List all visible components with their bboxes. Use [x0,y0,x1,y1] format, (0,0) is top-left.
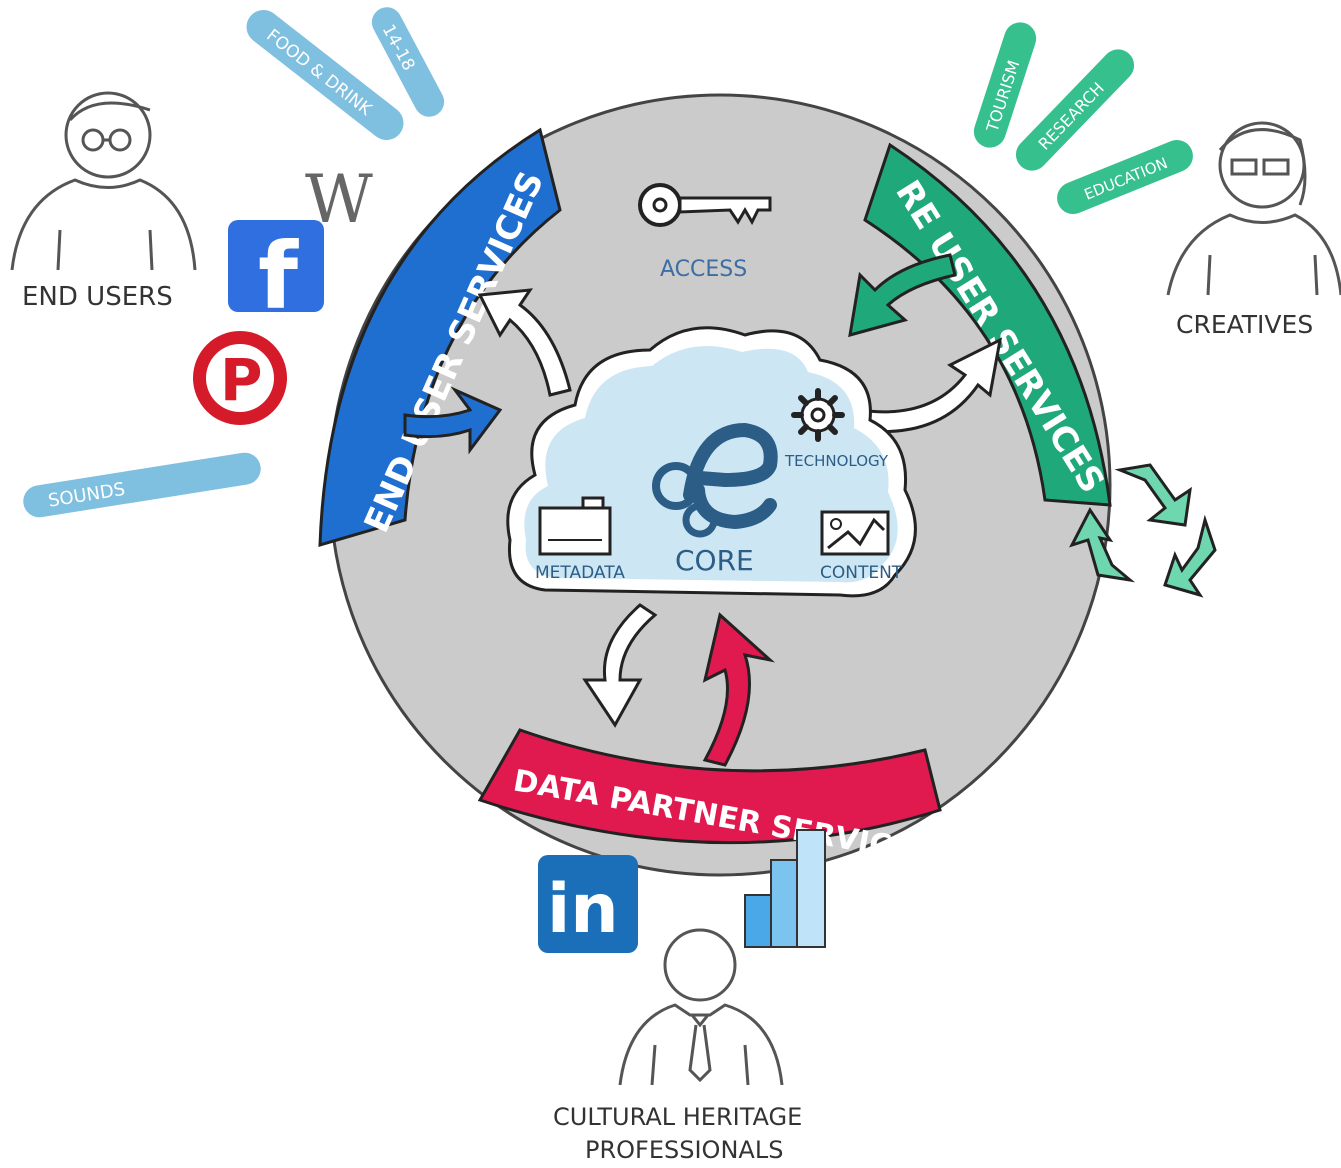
technology-label: TECHNOLOGY [784,452,889,470]
metadata-label: METADATA [535,563,625,583]
creatives-label: CREATIVES [1176,310,1313,339]
pill-food-drink-label: FOOD & DRINK [262,26,375,121]
pill-tourism: TOURISM [973,22,1037,148]
content-label: CONTENT [820,563,903,583]
creatives-person-icon [1166,121,1341,296]
pill-research: RESEARCH [1015,49,1135,171]
technology-out-arrow-icon [858,337,1003,434]
professionals-label-line1: CULTURAL HERITAGE [553,1103,802,1131]
professionals-label-line2: PROFESSIONALS [585,1136,783,1164]
recycle-icon [1069,463,1217,598]
gear-icon [791,388,845,442]
facebook-logo-icon: f [228,220,324,330]
access-out-arrow-icon [477,288,572,397]
pill-education: EDUCATION [1057,140,1193,214]
end-users-person-icon [10,91,197,271]
pill-sounds: SOUNDS [23,452,261,518]
data-partner-services-band [477,728,942,845]
metadata-out-arrow-icon [582,603,658,728]
image-content-icon [820,510,890,556]
bar-chart-icon [744,829,826,948]
professionals-person-icon [618,928,784,1086]
pinterest-logo-letter: P [220,346,263,414]
pinterest-logo-icon: P [193,331,287,425]
re-user-arrow-icon [848,253,957,338]
data-partner-arrow-icon [702,612,776,767]
end-users-label: END USERS [22,282,173,312]
pill-research-label: RESEARCH [1035,79,1108,154]
end-user-services-band [318,127,562,548]
linkedin-logo-letters: in [547,870,619,949]
key-icon [638,183,772,227]
linkedin-logo-icon: in [538,855,638,953]
facebook-logo-letter: f [258,223,299,330]
europeana-e-logo-icon [652,422,778,538]
re-user-services-band [863,142,1112,507]
core-label: CORE [675,544,754,577]
access-label: ACCESS [660,257,747,282]
folder-icon [538,496,612,556]
end-user-arrow-icon [403,386,503,455]
